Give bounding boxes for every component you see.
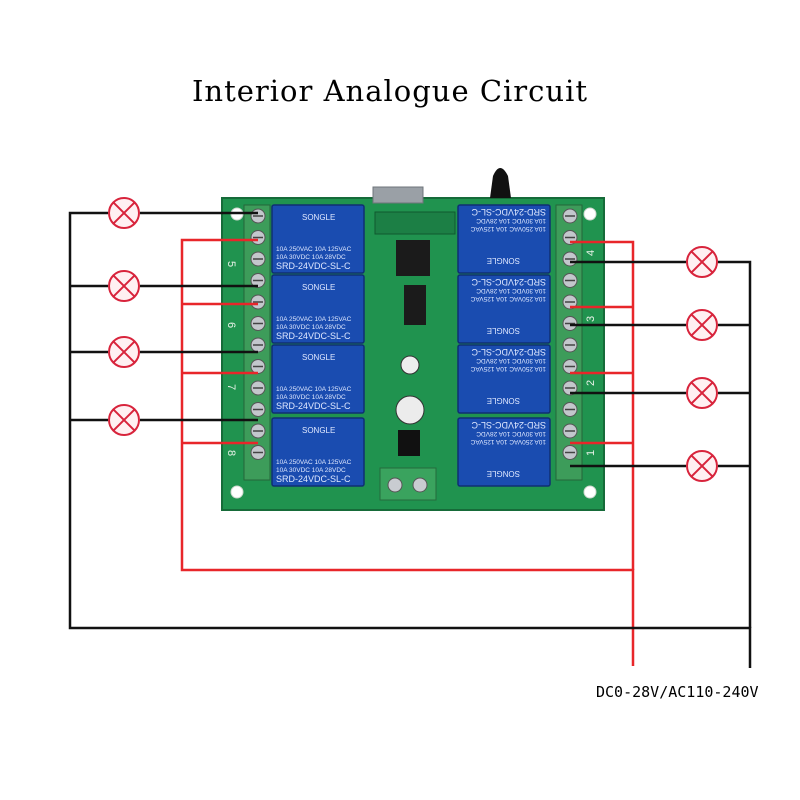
regulator [398,430,420,456]
channel-labels: 5 6 7 8 4 3 2 1 [225,250,597,456]
relay-rating: 10A 30VDC 10A 28VDC [276,394,346,401]
terminal-screw [250,251,266,267]
channel-number: 1 [585,450,597,456]
lamp-icon [686,450,718,482]
relay-model: SRD-24VDC-SL-C [471,347,546,357]
left-terminal-block [243,204,271,481]
terminal-screw [250,445,266,460]
channel-number: 3 [585,316,597,322]
relay-rating: 10A 30VDC 10A 28VDC [276,254,346,261]
right-terminal-block [555,204,583,481]
ic-chip [396,240,430,276]
terminal-screw [562,402,578,417]
terminal-screw [562,316,578,331]
lamp-icon [108,336,140,368]
terminal-screw [250,359,266,374]
relay-brand: SONGLE [487,396,520,405]
relay-model: SRD-24VDC-SL-C [471,420,546,430]
relay-brand: SONGLE [487,256,520,265]
relay-model: SRD-24VDC-SL-C [471,277,546,287]
lamp-icon [686,309,718,341]
relay-rating: 10A 30VDC 10A 28VDC [276,467,346,474]
terminal-screw [250,402,266,417]
relay-rating: 10A 250VAC 10A 125VAC [276,316,352,323]
relay-brand: SONGLE [302,353,335,362]
terminal-screw [250,294,266,310]
relay-rating: 10A 30VDC 10A 28VDC [276,324,346,331]
lamps [108,197,718,482]
diagram-title: Interior Analogue Circuit [191,74,589,108]
relay-model: SRD-24VDC-SL-C [276,261,351,271]
lamp-icon [686,246,718,278]
terminal-screw [250,337,266,353]
terminal-screw [562,380,578,396]
relay-rating: 10A 250VAC 10A 125VAC [470,365,546,372]
relay-rating: 10A 250VAC 10A 125VAC [470,295,546,302]
terminal-screw [562,423,578,439]
relay-rating: 10A 250VAC 10A 125VAC [276,386,352,393]
capacitor [395,395,425,425]
channel-number: 5 [225,261,237,267]
terminal-screw [562,273,578,288]
terminal-screw [250,316,266,331]
relay-rating: 10A 30VDC 10A 28VDC [476,217,546,224]
relay-brand: SONGLE [487,469,520,478]
terminal-screw [562,359,578,374]
terminal-screw [250,230,266,245]
terminal-screw [562,337,578,353]
terminal-screw [250,208,266,224]
relay-rating: 10A 250VAC 10A 125VAC [470,225,546,232]
capacitor [400,355,420,375]
terminal-screw [250,380,266,396]
relay-brand: SONGLE [302,283,335,292]
ic-chip [374,211,456,235]
relay-rating: 10A 250VAC 10A 125VAC [276,459,352,466]
relay-model: SRD-24VDC-SL-C [471,207,546,217]
relay-rating: 10A 30VDC 10A 28VDC [476,357,546,364]
live-wiring [180,238,635,666]
lamp-icon [108,270,140,302]
relay-model: SRD-24VDC-SL-C [276,401,351,411]
terminal-screw [250,423,266,439]
neutral-wiring [68,211,752,668]
terminal-screw [562,294,578,310]
relay-brand: SONGLE [302,213,335,222]
relay-rating: 10A 250VAC 10A 125VAC [276,246,352,253]
terminal-screw [250,273,266,288]
relay-model: SRD-24VDC-SL-C [276,474,351,484]
ic-chip [404,285,426,325]
relay-rating: 10A 30VDC 10A 28VDC [476,287,546,294]
channel-number: 4 [585,250,597,256]
terminal-screw [562,251,578,267]
relay-rating: 10A 30VDC 10A 28VDC [476,430,546,437]
channel-number: 8 [225,450,237,456]
antenna [490,168,511,198]
relay-brand: SONGLE [302,426,335,435]
lamp-icon [108,197,140,229]
lamp-icon [686,377,718,409]
power-supply-label: DC0-28V/AC110-240V [596,683,759,701]
relay-rating: 10A 250VAC 10A 125VAC [470,438,546,445]
channel-number: 7 [225,384,237,390]
terminal-screw [562,208,578,224]
terminal-screw [562,445,578,460]
relay-brand: SONGLE [487,326,520,335]
relay-model: SRD-24VDC-SL-C [276,331,351,341]
channel-number: 2 [585,380,597,386]
top-connector [372,186,424,204]
lamp-icon [108,404,140,436]
channel-number: 6 [225,322,237,328]
